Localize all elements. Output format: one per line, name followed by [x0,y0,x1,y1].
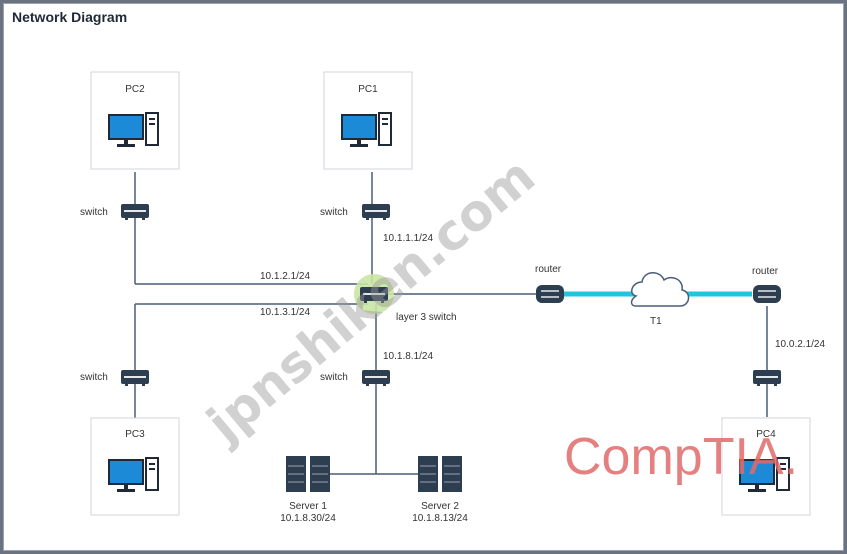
diagram-canvas: Network Diagram [3,3,844,551]
pc4-label: PC4 [756,429,776,440]
server1-name: Server 1 [289,501,327,512]
switch-pc2-label: switch [80,207,108,218]
pc2-label: PC2 [125,84,145,95]
pc3-label: PC3 [125,429,145,440]
t1-label: T1 [650,316,662,327]
ip-pc4-link: 10.0.2.1/24 [775,339,825,350]
router-right-label: router [752,266,779,277]
server2-ip: 10.1.8.13/24 [412,513,468,524]
ip-pc3-link: 10.1.3.1/24 [260,307,310,318]
network-diagram: PC2 PC1 PC3 PC4 switch switch switch swi… [80,71,825,524]
comptia-watermark: CompTIA. [564,428,798,486]
switch-pc1-label: switch [320,207,348,218]
ip-server-link: 10.1.8.1/24 [383,351,433,362]
server1-icon[interactable] [285,455,331,493]
server2-icon[interactable] [417,455,463,493]
switch-pc3-label: switch [80,372,108,383]
router-right-icon[interactable] [752,284,782,304]
switch-pc1-icon[interactable] [362,204,390,220]
ip-pc2-link: 10.1.2.1/24 [260,271,310,282]
site-watermark: jpnshiken.com [195,147,546,455]
server1-ip: 10.1.8.30/24 [280,513,336,524]
switch-pc2-icon[interactable] [121,204,149,220]
switch-pc4-icon[interactable] [753,370,781,386]
router-left-label: router [535,264,562,275]
t1-cloud-icon [630,272,690,307]
server2-name: Server 2 [421,501,459,512]
layer3-switch-label: layer 3 switch [396,312,457,323]
switch-servers-label: switch [320,372,348,383]
ip-pc1-link: 10.1.1.1/24 [383,233,433,244]
router-left-icon[interactable] [535,284,565,304]
connection-lines [134,172,768,475]
switch-pc3-icon[interactable] [121,370,149,386]
switch-servers-icon[interactable] [362,370,390,386]
pc1-label: PC1 [358,84,378,95]
page-title: Network Diagram [12,9,128,25]
